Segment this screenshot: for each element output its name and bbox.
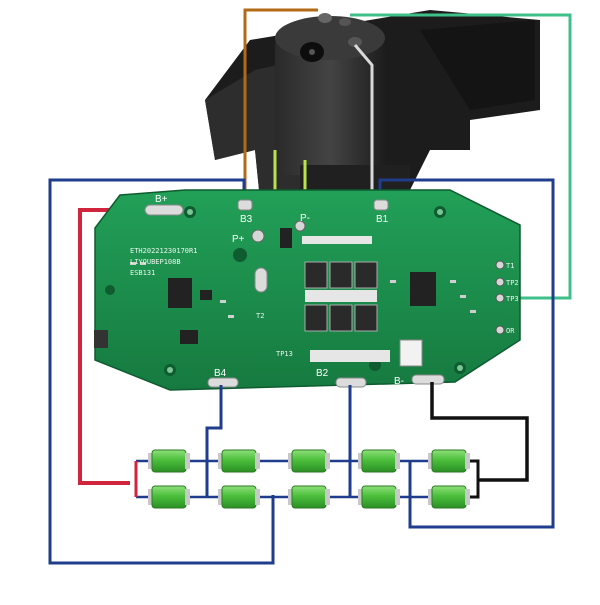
blue-wire-b3 (48, 178, 275, 565)
silk-line-3: ESB131 (130, 269, 155, 277)
green-wire (350, 13, 572, 300)
pin-label-t1: T1 (506, 262, 514, 270)
battery-cell (358, 449, 400, 473)
pad-label-p-plus: P+ (232, 234, 245, 245)
battery-cell (288, 485, 330, 509)
battery-cell (148, 449, 190, 473)
battery-cell (218, 485, 260, 509)
battery-cell (288, 449, 330, 473)
pad-label-b3: B3 (240, 214, 253, 225)
marker-t2: T2 (256, 312, 264, 320)
black-wire-b-minus (430, 382, 529, 482)
pad-label-b-plus: B+ (155, 194, 168, 205)
silk-line-1: ETH20221230170R1 (130, 247, 197, 255)
blue-wire-b4 (205, 385, 223, 497)
battery-cell (428, 485, 470, 509)
black-cell-bus (470, 459, 480, 499)
white-wire (353, 44, 374, 240)
pad-label-b1: B1 (376, 214, 389, 225)
pad-label-p-minus: P- (300, 213, 310, 224)
terminal-tower (275, 35, 385, 175)
battery-cell (148, 485, 190, 509)
pin-label-tp3: TP3 (506, 295, 519, 303)
protection-board: ETH20221230170R1 LIYOUBEP108B ESB131 B3 … (94, 189, 521, 391)
pad-label-b-minus: B- (394, 376, 404, 387)
battery-cell (428, 449, 470, 473)
battery-cell (218, 449, 260, 473)
pin-label-tp2: TP2 (506, 279, 519, 287)
pad-label-b4: B4 (214, 368, 227, 379)
pad-label-b2: B2 (316, 368, 329, 379)
marker-tp13: TP13 (276, 350, 293, 358)
battery-cell (358, 485, 400, 509)
blue-wire-b1 (378, 178, 555, 529)
silk-line-2: LIYOUBEP108B (130, 258, 181, 266)
pin-label-or: OR (506, 327, 515, 335)
cell-pack (134, 449, 480, 509)
tab-b-plus (144, 204, 184, 216)
wires-front (205, 382, 529, 497)
